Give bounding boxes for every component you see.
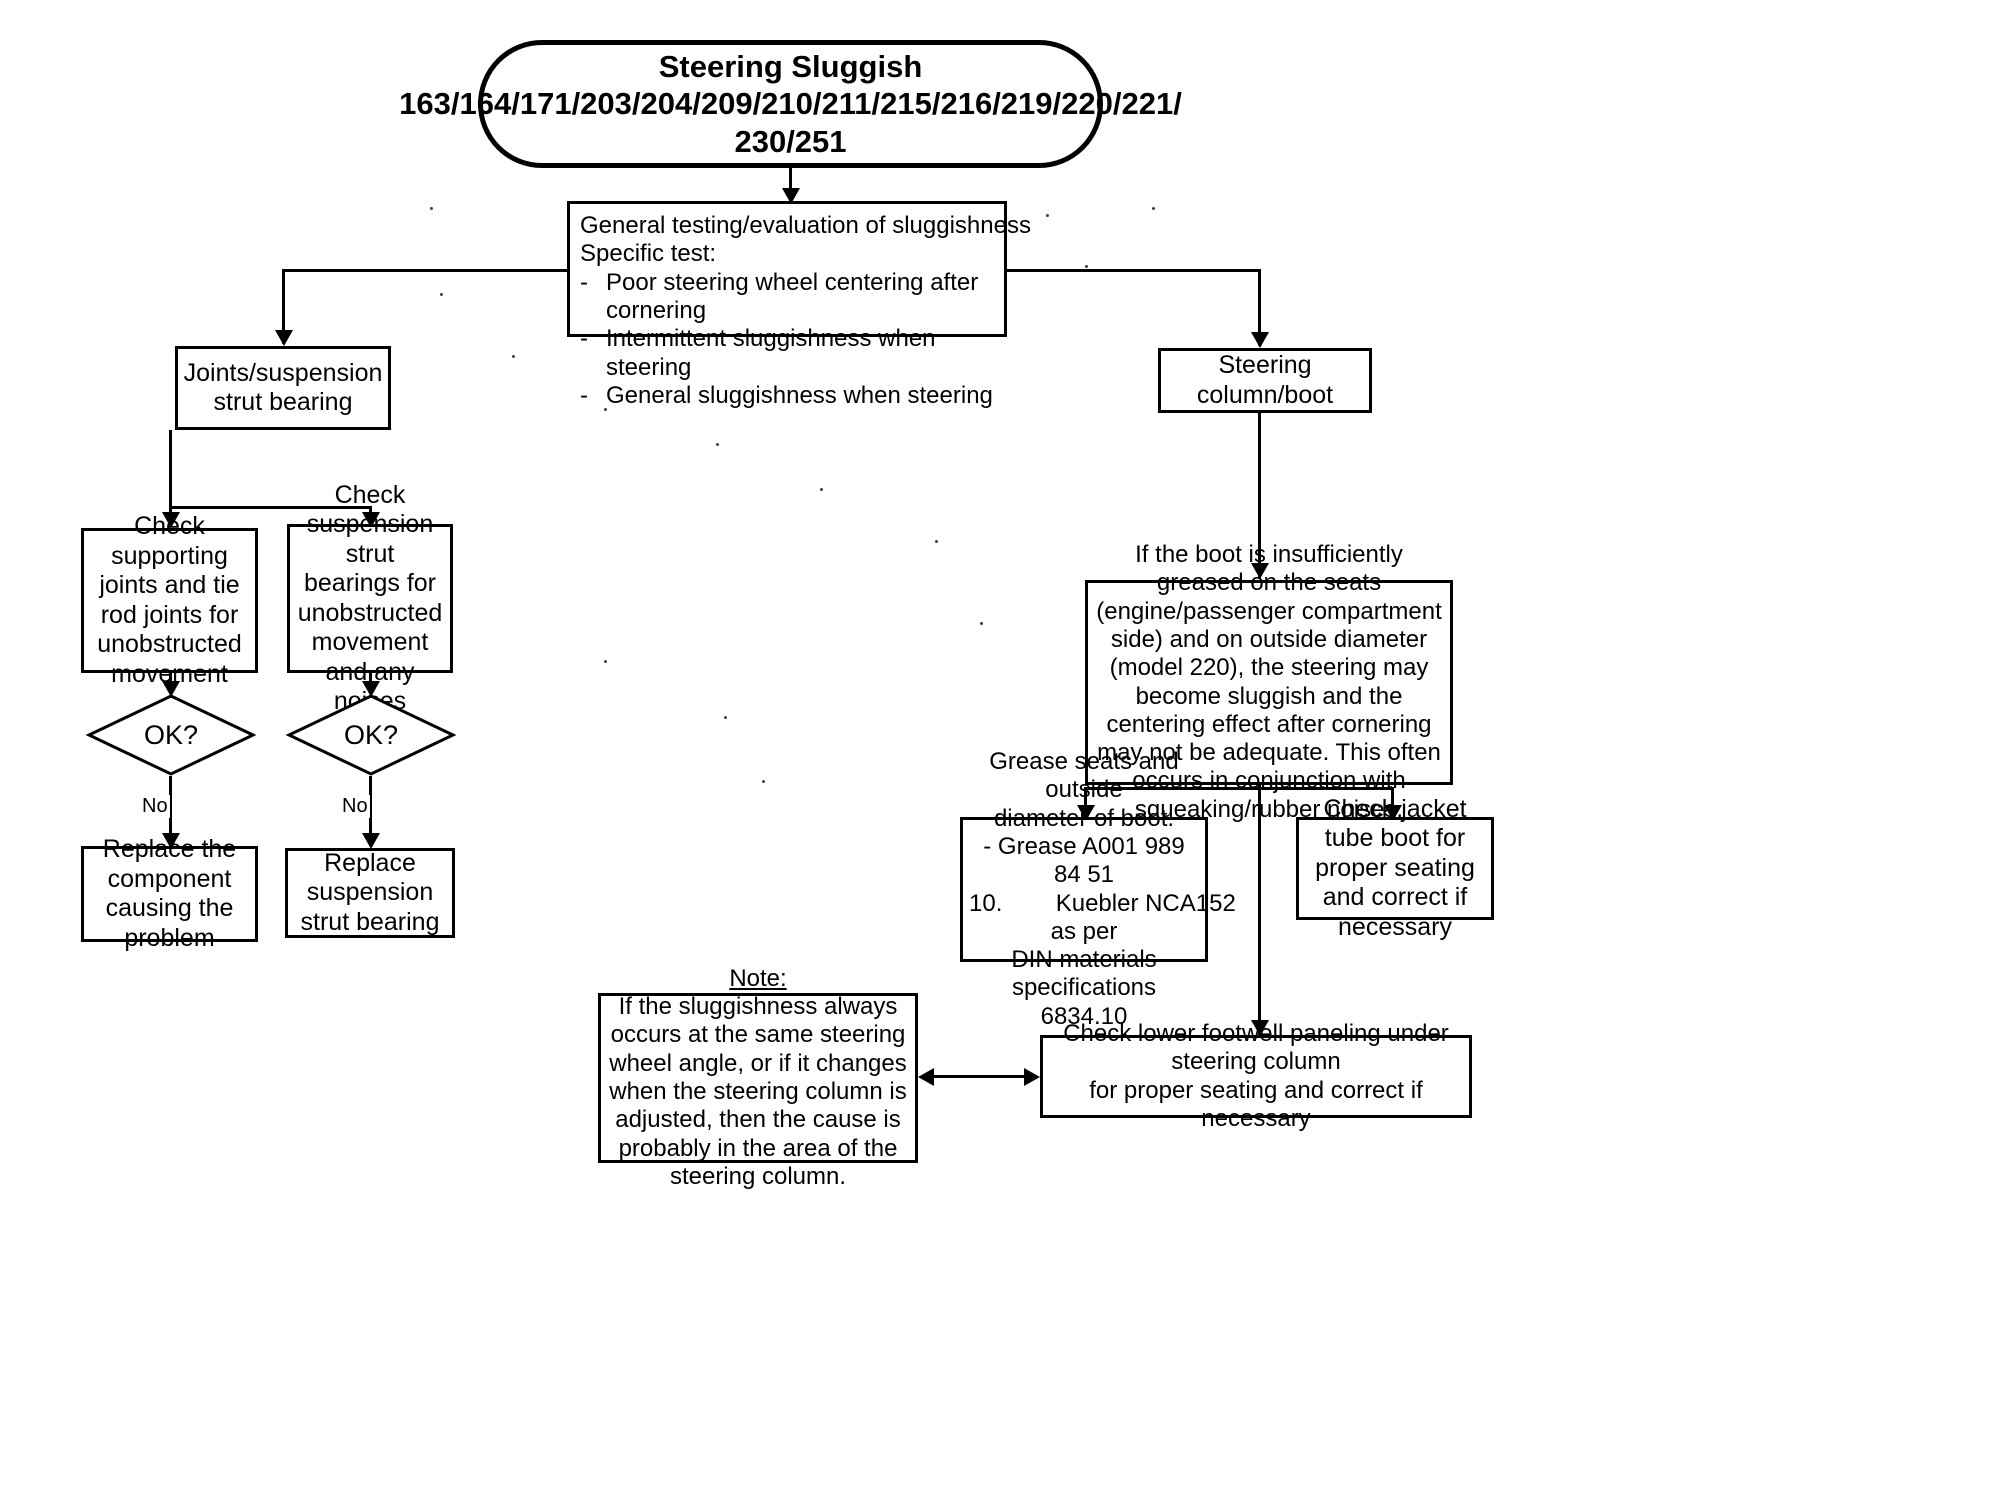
edge-general-split-left <box>282 269 570 272</box>
scan-speck <box>1085 265 1088 268</box>
footwell-line-2: for proper seating and correct if necess… <box>1089 1076 1423 1132</box>
scan-speck <box>604 660 607 663</box>
edge-general-down-right <box>1258 269 1261 346</box>
edge-ok-right-no <box>369 776 372 846</box>
scan-speck <box>716 443 719 446</box>
replace-strut-label: Replace suspension strut bearing <box>300 848 440 936</box>
general-bullet-2: General sluggishness when steering <box>606 381 993 409</box>
edge-ok-left-no <box>169 776 172 846</box>
bullet-dash: - <box>580 325 588 353</box>
edge-title-to-general <box>789 168 792 202</box>
decision-ok-left-label: OK? <box>143 719 199 750</box>
scan-speck <box>604 408 607 411</box>
arrowhead-note-side <box>918 1068 934 1086</box>
footwell-line-1: Check lower footwell paneling under stee… <box>1063 1019 1449 1076</box>
grease-line-3: - Grease A001 989 84 51 <box>983 832 1185 889</box>
title-line-3: 230/251 <box>734 123 847 159</box>
node-check-suspension-strut-bearings: Check suspension strut bearings for unob… <box>287 481 453 715</box>
arrowhead-to-steering-column <box>1251 332 1269 348</box>
edge-general-split-right <box>1005 269 1261 272</box>
joints-box-label: Joints/suspension strut bearing <box>183 358 383 417</box>
decision-ok-left: OK? <box>85 694 257 776</box>
bullet-dash: - <box>580 268 588 296</box>
edge-general-down-left <box>282 269 285 344</box>
edge-steering-column-to-boot <box>1258 413 1261 578</box>
check-joints-label: Check supporting joints and tie rod join… <box>97 512 242 688</box>
edge-boot-to-footwell <box>1258 785 1261 1035</box>
edge-boot-to-jacket <box>1391 787 1394 817</box>
node-check-jacket-tube-boot: Check jacket tube boot for proper seatin… <box>1296 795 1494 941</box>
node-joints-suspension-strut-bearing: Joints/suspension strut bearing <box>175 346 391 430</box>
general-heading-1: General testing/evaluation of sluggishne… <box>580 212 1031 239</box>
bullet-dash: - <box>580 381 588 409</box>
grease-line-6: DIN materials <box>1011 946 1157 974</box>
scan-speck <box>512 355 515 358</box>
grease-line-5: as per <box>1050 917 1118 945</box>
node-general-testing: General testing/evaluation of sluggishne… <box>567 201 1031 409</box>
arrowhead-check-strut-to-ok <box>362 681 380 697</box>
edge-joints-down <box>169 430 172 508</box>
grease-line-4: 10. Kuebler NCA152 <box>969 889 1236 917</box>
scan-speck <box>935 540 938 543</box>
edge-label-no-left: No <box>140 795 170 818</box>
note-body: If the sluggishness always occurs at the… <box>609 993 907 1190</box>
node-steering-column-boot: Steering column/boot <box>1158 348 1372 413</box>
scan-speck <box>820 488 823 491</box>
scan-speck <box>762 780 765 783</box>
note-title: Note: <box>729 964 787 992</box>
node-note: Note: If the sluggishness always occurs … <box>598 965 918 1190</box>
edge-boot-to-grease <box>1084 787 1087 817</box>
node-grease-seats: Grease seats and outside diameter of boo… <box>960 748 1236 1030</box>
scan-speck <box>430 207 433 210</box>
edge-boot-split <box>1084 787 1394 790</box>
general-bullet-row: - General sluggishness when steering <box>580 382 994 410</box>
arrowhead-boot-to-footwell <box>1251 1020 1269 1036</box>
general-bullet-1: Intermittent sluggishness when steering <box>606 325 936 381</box>
edge-label-no-right: No <box>340 795 370 818</box>
node-replace-component: Replace the component causing the proble… <box>81 835 258 952</box>
node-steering-sluggish: Steering Sluggish 163/164/171/203/204/20… <box>399 40 1182 168</box>
general-heading-2: Specific test: <box>580 240 717 268</box>
arrowhead-ok-right-no <box>362 833 380 849</box>
general-bullet-0: Poor steering wheel centering after corn… <box>606 268 979 324</box>
node-check-footwell-paneling: Check lower footwell paneling under stee… <box>1040 1020 1472 1132</box>
arrowhead-to-check-joints <box>162 512 180 528</box>
steering-column-box-label: Steering column/boot <box>1196 351 1334 409</box>
grease-line-2: diameter of boot. <box>993 804 1175 832</box>
node-boot-grease-description: If the boot is insufficiently greased on… <box>1085 541 1453 823</box>
node-check-supporting-joints: Check supporting joints and tie rod join… <box>81 512 258 688</box>
decision-ok-right-label: OK? <box>343 719 399 750</box>
scan-speck <box>440 293 443 296</box>
arrowhead-title-to-general <box>782 188 800 204</box>
node-replace-strut-bearing: Replace suspension strut bearing <box>285 848 455 938</box>
arrowhead-footwell-side <box>1024 1068 1040 1086</box>
arrowhead-to-joints <box>275 330 293 346</box>
jacket-tube-label: Check jacket tube boot for proper seatin… <box>1315 794 1475 941</box>
edge-joints-split <box>169 506 372 509</box>
decision-ok-right: OK? <box>285 694 457 776</box>
scan-speck <box>724 716 727 719</box>
general-bullet-row: - Intermittent sluggishness when steerin… <box>580 325 994 382</box>
general-bullet-list: - Poor steering wheel centering after co… <box>580 269 994 411</box>
scan-speck <box>1152 207 1155 210</box>
grease-line-7: specifications 6834.10 <box>1011 974 1157 1030</box>
arrowhead-check-joints-to-ok <box>162 681 180 697</box>
edge-note-to-footwell <box>926 1075 1032 1078</box>
arrowhead-ok-left-no <box>162 833 180 849</box>
arrowhead-steering-column-to-boot <box>1251 563 1269 579</box>
title-line-2: 163/164/171/203/204/209/210/211/215/216/… <box>399 86 1182 122</box>
replace-component-label: Replace the component causing the proble… <box>102 835 237 952</box>
general-bullet-row: - Poor steering wheel centering after co… <box>580 269 994 326</box>
title-line-1: Steering Sluggish <box>658 49 923 85</box>
grease-line-1: Grease seats and outside <box>989 747 1179 804</box>
scan-speck <box>980 622 983 625</box>
scan-speck <box>1046 214 1049 217</box>
